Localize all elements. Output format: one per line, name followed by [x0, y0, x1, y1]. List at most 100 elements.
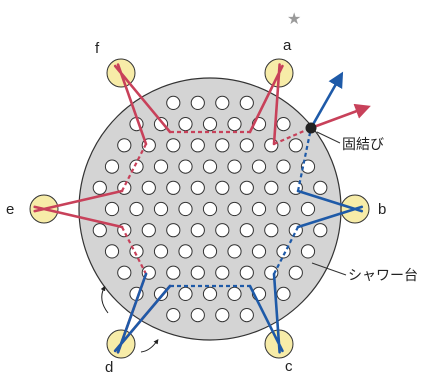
hole [166, 223, 181, 238]
hole [202, 159, 218, 174]
hole [239, 95, 254, 111]
hole [141, 223, 156, 238]
hole [264, 223, 279, 238]
hole [215, 265, 230, 280]
hole [300, 201, 316, 217]
knot-dot [305, 122, 317, 134]
hole [190, 95, 205, 111]
hole [215, 223, 230, 238]
peg-label-e: e [6, 201, 14, 218]
hole [227, 201, 242, 217]
hole [153, 286, 169, 301]
rotation-arrow-left [100, 285, 109, 314]
star-icon: ★ [287, 9, 301, 28]
hole [92, 223, 107, 238]
hole [104, 244, 120, 259]
hole [215, 180, 230, 195]
knot-leader-line [316, 131, 341, 144]
hole [190, 180, 205, 195]
hole [288, 138, 303, 153]
hole [153, 159, 169, 174]
peg-label-f: f [95, 40, 100, 57]
hole [215, 308, 230, 323]
hole [166, 138, 181, 153]
hole [288, 265, 303, 280]
underside-path-group [121, 126, 313, 288]
cord-loop-c [248, 272, 284, 354]
hole [190, 265, 205, 280]
underside-dash [121, 143, 147, 192]
hole [202, 117, 218, 132]
red-cord-end-arrow [310, 103, 371, 130]
underside-dash [273, 226, 299, 275]
holes-group [92, 95, 328, 323]
hole [313, 223, 328, 238]
hole [117, 138, 132, 153]
underside-dash [121, 226, 147, 275]
hole [264, 265, 279, 280]
hole [202, 201, 218, 217]
hole [264, 138, 279, 153]
cord-loop-f [113, 63, 172, 146]
hole [276, 159, 291, 174]
base-label: シャワー台 [348, 268, 418, 284]
hole [166, 265, 181, 280]
hole [276, 117, 291, 132]
peg-label-c: c [285, 358, 293, 375]
cord-loops-group [33, 63, 363, 354]
hole [239, 138, 254, 153]
hole [190, 308, 205, 323]
hole [92, 180, 107, 195]
hole [178, 201, 193, 217]
hole [215, 95, 230, 111]
hole [227, 159, 242, 174]
hole [239, 223, 254, 238]
hole [178, 286, 193, 301]
hole [166, 308, 181, 323]
hole [227, 117, 242, 132]
hole [227, 286, 242, 301]
hole [251, 159, 267, 174]
hole [141, 180, 156, 195]
hole [166, 95, 181, 111]
knot-label: 固結び [342, 137, 384, 153]
hole [104, 159, 120, 174]
hole [190, 223, 205, 238]
hole [202, 286, 218, 301]
rotation-arrow-right [140, 338, 159, 353]
cord-loop-d2 [113, 272, 172, 354]
hole [251, 244, 267, 259]
hole [300, 244, 316, 259]
hole [202, 244, 218, 259]
hole [313, 180, 328, 195]
peg-label-b: b [378, 201, 386, 218]
hole [251, 201, 267, 217]
hole [178, 244, 193, 259]
base-leader-line [311, 262, 347, 276]
cord-loop-a [248, 63, 284, 146]
peg-label-d: d [105, 359, 113, 376]
hole [104, 201, 120, 217]
blue-cord-end-arrow [309, 71, 344, 129]
hole [129, 201, 144, 217]
underside-dash [296, 127, 313, 192]
cord-loop-e [33, 189, 124, 229]
hole [215, 138, 230, 153]
hole [153, 117, 169, 132]
hole [239, 180, 254, 195]
hole [276, 286, 291, 301]
hole [153, 244, 169, 259]
hole [227, 244, 242, 259]
hole [166, 180, 181, 195]
hole [178, 159, 193, 174]
hole [239, 265, 254, 280]
hole [276, 201, 291, 217]
hole [239, 308, 254, 323]
hole [190, 138, 205, 153]
hole [264, 180, 279, 195]
cord-loop-b [296, 189, 363, 229]
peg-label-a: a [283, 37, 292, 54]
hole [153, 201, 169, 217]
